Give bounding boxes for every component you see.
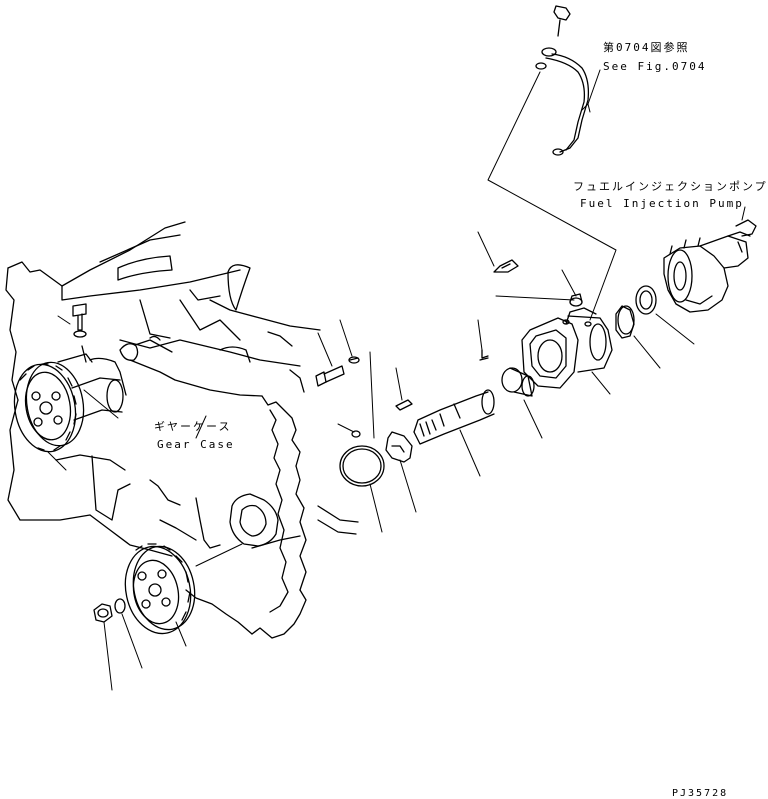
leader-lines xyxy=(47,69,746,691)
o-ring xyxy=(339,445,385,487)
gear-case-housing xyxy=(5,221,359,639)
lock-plate xyxy=(385,431,413,463)
bushing xyxy=(501,367,535,397)
see-fig-label-jp: 第0704図参照 xyxy=(603,41,690,54)
see-fig-label-en: See Fig.0704 xyxy=(603,60,707,73)
bolt-mid xyxy=(315,356,361,438)
nut-lower xyxy=(93,598,126,623)
bolt-upper-left xyxy=(57,303,93,363)
key xyxy=(395,399,413,411)
drive-shaft xyxy=(413,349,495,445)
fuel-injection-pump xyxy=(663,219,757,313)
coupling-flange xyxy=(615,305,635,339)
drive-gear-lower xyxy=(124,543,196,635)
pump-bracket xyxy=(521,307,613,389)
fuel-pump-label-en: Fuel Injection Pump xyxy=(580,197,744,210)
drawing-code: PJ35728 xyxy=(672,788,729,799)
idler-gear-left xyxy=(13,361,124,453)
coupling-ring xyxy=(635,285,657,315)
fuel-pump-label-jp: フュエルインジェクションポンプ xyxy=(573,180,768,193)
gear-case-label-en: Gear Case xyxy=(157,438,235,451)
gear-case-label-jp: ギヤーケース xyxy=(154,420,232,433)
fuel-pipe xyxy=(535,5,590,156)
